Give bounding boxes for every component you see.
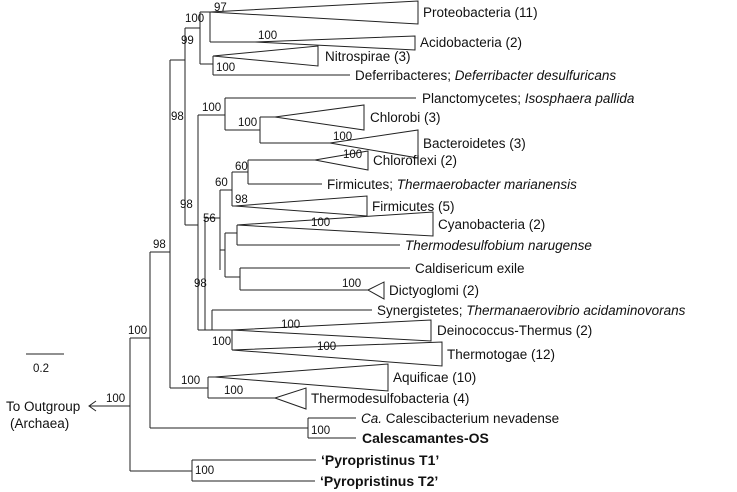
bootstrap-n232: 60 — [215, 177, 228, 189]
taxon-bacteroidetes: Bacteroidetes (3) — [423, 136, 526, 151]
bootstrap-n130: 100 — [128, 325, 147, 337]
taxon-planctomycetes-species: Isosphaera pallida — [525, 91, 635, 106]
taxon-firmicutes-thermaerobacter: Firmicutes; Thermaerobacter marianensis — [327, 177, 577, 192]
cyanobacteria-triangle — [236, 211, 434, 237]
thermotogae-triangle — [231, 341, 443, 367]
bootstrap-dictyoglomi: 100 — [342, 278, 361, 290]
bootstrap-n205: 98 — [194, 278, 207, 290]
taxon-planctomycetes-phylum: Planctomycetes; — [422, 91, 525, 106]
thermodesulfobacteria-triangle — [273, 387, 307, 410]
taxon-labels: Proteobacteria (11) Acidobacteria (2) Ni… — [311, 5, 686, 489]
taxon-chlorobi: Chlorobi (3) — [370, 110, 441, 125]
taxon-firmicutes-thermaerobacter-phylum: Firmicutes; — [327, 177, 397, 192]
taxon-pyropristinus-t1: ‘Pyropristinus T1’ — [321, 452, 439, 468]
bootstrap-cyanobacteria: 100 — [311, 217, 330, 229]
taxon-pyropristinus-t2: ‘Pyropristinus T2’ — [320, 473, 438, 489]
bootstrap-root: 100 — [106, 393, 125, 405]
collapsed-clades — [209, 0, 443, 410]
bootstrap-chloroflexi: 100 — [343, 149, 362, 161]
bootstrap-thermotogae: 100 — [317, 341, 336, 353]
nitrospirae-triangle — [212, 45, 319, 67]
bootstrap-values: 100 100 98 98 99 100 97 100 100 98 100 1… — [106, 2, 362, 477]
taxon-firmicutes: Firmicutes (5) — [372, 199, 455, 214]
chloroflexi-triangle — [314, 150, 369, 171]
scale-bar: 0.2 — [26, 353, 64, 375]
taxon-nitrospirae: Nitrospirae (3) — [325, 49, 411, 64]
bootstrap-n150: 98 — [153, 239, 166, 251]
taxon-thermotogae: Thermotogae (12) — [447, 347, 555, 362]
bootstrap-deinococcus-node: 100 — [212, 336, 231, 348]
taxon-calescibacterium-prefix: Ca. — [361, 411, 382, 426]
taxon-calescamantes-os: Calescamantes-OS — [362, 430, 489, 446]
taxon-thermodesulfobacteria: Thermodesulfobacteria (4) — [311, 391, 469, 406]
outgroup-label-line1: To Outgroup — [6, 399, 80, 414]
taxon-cyanobacteria: Cyanobacteria (2) — [438, 217, 545, 232]
bootstrap-n200: 100 — [185, 13, 204, 25]
bootstrap-n220: 56 — [203, 213, 216, 225]
taxon-proteobacteria: Proteobacteria (11) — [423, 5, 538, 20]
bootstrap-n170: 98 — [171, 111, 184, 123]
taxon-deferribacteres: Deferribacteres; Deferribacter desulfuri… — [355, 68, 616, 83]
outgroup-label-line2: (Archaea) — [10, 416, 69, 431]
proteobacteria-triangle — [209, 0, 419, 25]
scale-bar-value: 0.2 — [33, 363, 49, 375]
acidobacteria-triangle — [254, 35, 416, 51]
taxon-firmicutes-thermaerobacter-species: Thermaerobacter marianensis — [397, 177, 577, 192]
taxon-caldisericum: Caldisericum exile — [415, 261, 525, 276]
bootstrap-n248: 60 — [235, 161, 248, 173]
bootstrap-thermodesulfobacteria: 100 — [224, 385, 243, 397]
bootstrap-bacteroidetes: 100 — [333, 131, 352, 143]
taxon-deferribacteres-species: Deferribacter desulfuricans — [455, 68, 617, 83]
bootstrap-aquificae-node: 100 — [181, 375, 200, 387]
bootstrap-deinococcus: 100 — [281, 319, 300, 331]
bootstrap-pyropristinus: 100 — [195, 465, 214, 477]
dictyoglomi-triangle — [366, 281, 385, 300]
bootstrap-nitrospirae: 100 — [216, 62, 235, 74]
outgroup-arrowhead — [88, 400, 97, 412]
outgroup-label: To Outgroup (Archaea) — [6, 399, 80, 431]
tree-branches — [88, 11, 416, 482]
firmicutes-triangle — [234, 195, 368, 217]
taxon-deinococcus-thermus: Deinococcus-Thermus (2) — [437, 323, 592, 338]
taxon-dictyoglomi: Dictyoglomi (2) — [389, 283, 479, 298]
taxon-deferribacteres-phylum: Deferribacteres; — [355, 68, 455, 83]
taxon-synergistetes-species: Thermanaerovibrio acidaminovorans — [466, 303, 685, 318]
taxon-chloroflexi: Chloroflexi (2) — [373, 153, 457, 168]
bootstrap-n198: 98 — [180, 199, 193, 211]
bacteroidetes-triangle — [329, 129, 419, 159]
aquificae-triangle — [214, 363, 389, 392]
bootstrap-planctomycetes-node: 100 — [202, 102, 221, 114]
taxon-aquificae: Aquificae (10) — [393, 370, 476, 385]
taxon-thermodesulfobium: Thermodesulfobium narugense — [405, 238, 592, 253]
taxon-planctomycetes: Planctomycetes; Isosphaera pallida — [422, 91, 635, 106]
taxon-synergistetes-phylum: Synergistetes; — [377, 303, 466, 318]
bootstrap-firmicutes: 98 — [235, 194, 248, 206]
chlorobi-triangle — [274, 104, 365, 131]
bootstrap-n185: 99 — [181, 35, 194, 47]
bootstrap-calescamantes: 100 — [311, 425, 330, 437]
taxon-calescibacterium-name: Calescibacterium nevadense — [382, 411, 559, 426]
taxon-calescibacterium: Ca. Calescibacterium nevadense — [361, 411, 559, 426]
bootstrap-acidobacteria: 100 — [258, 30, 277, 42]
taxon-acidobacteria: Acidobacteria (2) — [420, 35, 522, 50]
bootstrap-chlorobi-node: 100 — [238, 117, 257, 129]
taxon-synergistetes: Synergistetes; Thermanaerovibrio acidami… — [377, 303, 686, 318]
deinococcus-triangle — [231, 319, 432, 342]
bootstrap-proteobacteria: 97 — [214, 2, 227, 14]
